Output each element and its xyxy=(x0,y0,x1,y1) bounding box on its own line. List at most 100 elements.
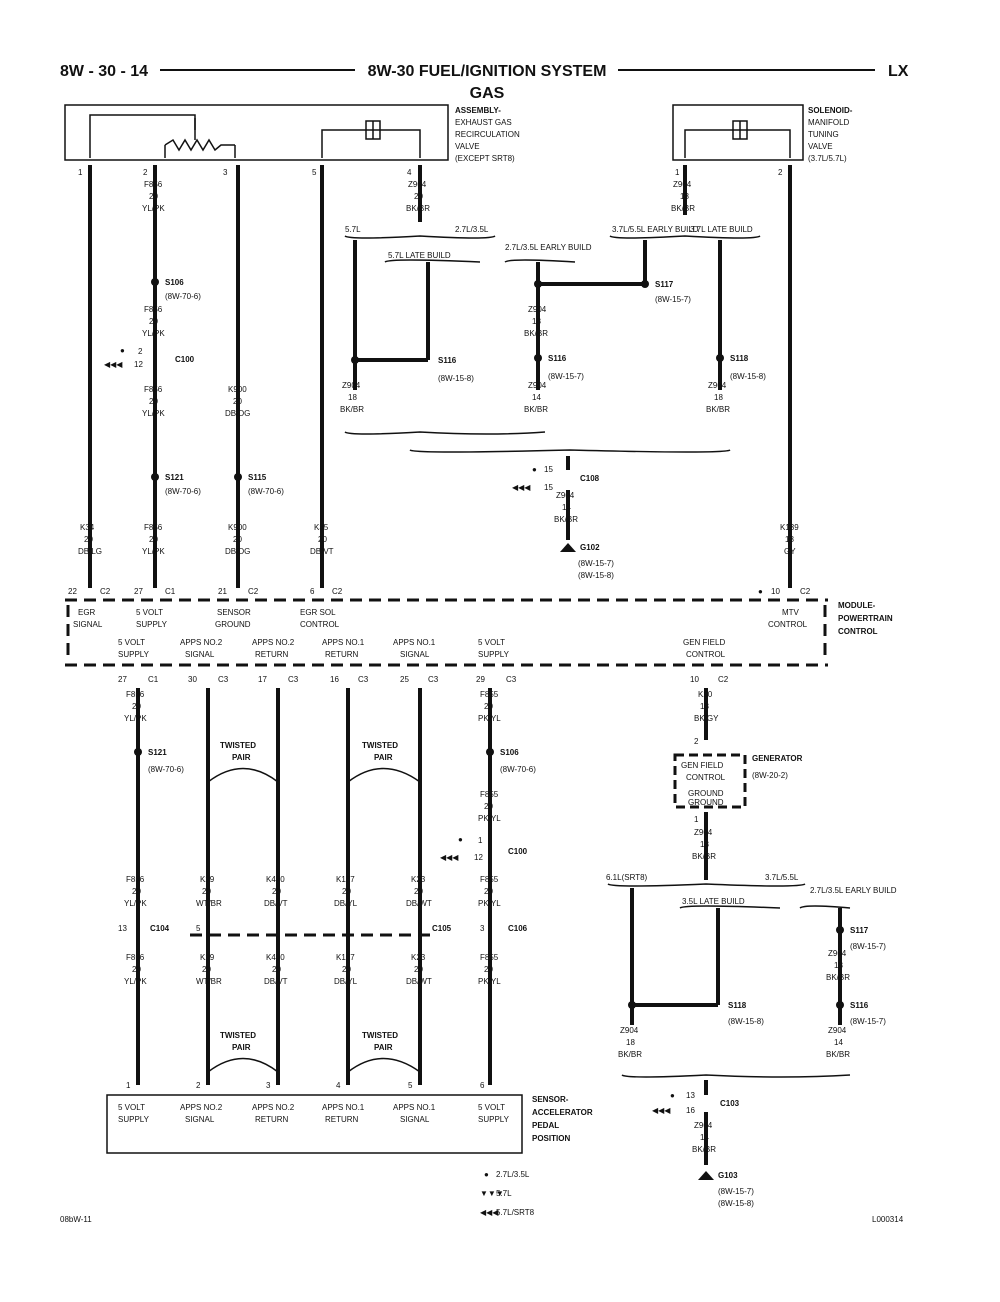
wire-label: 20 xyxy=(233,535,242,544)
pcm-pin-label: APPS NO.2 xyxy=(252,638,295,647)
wire-label: BK/GY xyxy=(694,714,719,723)
pcm-pin: 17 xyxy=(258,675,267,684)
twisted-pair-label: PAIR xyxy=(232,1043,251,1052)
wire-label: DB/YL xyxy=(334,977,358,986)
wire-label: K900 xyxy=(228,385,247,394)
wire-label: BK/BR xyxy=(826,1050,850,1059)
wire-label: WT/BR xyxy=(196,899,222,908)
splice-ref: (8W-70-6) xyxy=(165,487,201,496)
pcm-pin-label: EGR SOL xyxy=(300,608,336,617)
wire-label: 20 xyxy=(149,192,158,201)
gen-pin: 2 xyxy=(694,737,699,746)
wire-label: K167 xyxy=(336,875,355,884)
app-pin: 6 xyxy=(480,1081,485,1090)
legend-symbol: ● xyxy=(484,1170,489,1179)
wire-label: 14 xyxy=(562,503,571,512)
app-pin-label: APPS NO.1 xyxy=(393,1103,436,1112)
splice-ref: (8W-15-8) xyxy=(728,1017,764,1026)
wire-label: K34 xyxy=(80,523,95,532)
egr-label-3: RECIRCULATION xyxy=(455,130,520,139)
wire-label: 20 xyxy=(233,397,242,406)
wire-label: K23 xyxy=(411,953,426,962)
gen-ground-label: GROUND xyxy=(688,798,724,807)
wire-label: 20 xyxy=(132,702,141,711)
pcm-pin: C2 xyxy=(248,587,259,596)
wire-label: YL/PK xyxy=(142,547,165,556)
wire-label: 20 xyxy=(414,965,423,974)
bottom-wire-labels: F856 20 YL/PK F856 20 YL/PK F856 20 YL/P… xyxy=(124,690,719,986)
wire-label: 20 xyxy=(202,887,211,896)
app-pin-label: SIGNAL xyxy=(400,1115,430,1124)
app-label-4: POSITION xyxy=(532,1134,570,1143)
egr-label-2: EXHAUST GAS xyxy=(455,118,512,127)
connector-pin: ● xyxy=(532,465,537,474)
option-label: 2.7L/3.5L EARLY BUILD xyxy=(810,886,897,895)
option-label: 2.7L/3.5L xyxy=(455,225,489,234)
pcm-pin-label: SIGNAL xyxy=(73,620,103,629)
wire-label: YL/PK xyxy=(124,899,147,908)
legend-text: 2.7L/3.5L xyxy=(496,1170,530,1179)
legend-symbol: ▼▼▼ xyxy=(480,1189,504,1198)
ground-g102: G102 (8W-15-7) (8W-15-8) xyxy=(560,543,614,580)
connector-pin: 12 xyxy=(474,853,483,862)
wire-label: 14 xyxy=(700,1133,709,1142)
wire-label: BK/BR xyxy=(706,405,730,414)
footer-left-code: 08bW-11 xyxy=(60,1215,92,1224)
wire-label: K400 xyxy=(266,875,285,884)
wire-label: 20 xyxy=(342,887,351,896)
option-label: 5.7L xyxy=(345,225,361,234)
wire-label: 14 xyxy=(834,1038,843,1047)
pcm-pin-label: GEN FIELD xyxy=(683,638,725,647)
wire-label: F855 xyxy=(480,790,499,799)
header: 8W - 30 - 14 8W-30 FUEL/IGNITION SYSTEM … xyxy=(60,63,909,102)
twisted-pair-labels: TWISTED PAIR TWISTED PAIR TWISTED PAIR T… xyxy=(220,741,398,1052)
model-code: LX xyxy=(888,63,909,80)
connector-label: C105 xyxy=(432,924,452,933)
wire-label: F855 xyxy=(480,953,499,962)
wire-label: DB/VT xyxy=(310,547,334,556)
splice-ref: (8W-70-6) xyxy=(148,765,184,774)
connector-label: C104 xyxy=(150,924,170,933)
pcm-pin: 29 xyxy=(476,675,485,684)
wire-label: DB/VT xyxy=(264,899,288,908)
connector-pin: ◀◀◀ xyxy=(104,360,123,369)
splice-ref: (8W-70-6) xyxy=(248,487,284,496)
wire-label: F856 xyxy=(144,385,163,394)
option-label: 3.7L/5.5L EARLY BUILD xyxy=(612,225,699,234)
splice-ref: (8W-15-7) xyxy=(548,372,584,381)
pcm-pin-label: APPS NO.1 xyxy=(393,638,436,647)
twisted-pair-label: TWISTED xyxy=(220,1031,256,1040)
wire-label: 20 xyxy=(132,965,141,974)
app-pin-label: 5 VOLT xyxy=(478,1103,505,1112)
smrt-label-3: TUNING xyxy=(808,130,839,139)
connector-label: C100 xyxy=(508,847,528,856)
pcm-pin-label: RETURN xyxy=(325,650,359,659)
egr-valve-assembly: ASSEMBLY- EXHAUST GAS RECIRCULATION VALV… xyxy=(64,104,520,177)
wire-label: F856 xyxy=(126,953,145,962)
pcm-label-3: CONTROL xyxy=(838,627,878,636)
wire-label: BK/BR xyxy=(692,1145,716,1154)
app-pin: 2 xyxy=(196,1081,201,1090)
wire-label: 20 xyxy=(149,535,158,544)
wire-label: 18 xyxy=(785,535,794,544)
pcm-pin: C2 xyxy=(100,587,111,596)
app-pin-label: SUPPLY xyxy=(118,1115,150,1124)
splice-label: S116 xyxy=(548,354,567,363)
pcm-pin-label: CONTROL xyxy=(768,620,808,629)
pcm-pin-label: CONTROL xyxy=(300,620,340,629)
wire-label: K35 xyxy=(314,523,329,532)
splice-ref: (8W-15-8) xyxy=(730,372,766,381)
app-label-2: ACCELERATOR xyxy=(532,1108,593,1117)
egr-pin: 4 xyxy=(407,168,412,177)
connector-pin: 13 xyxy=(686,1091,695,1100)
wire-label: BK/BR xyxy=(618,1050,642,1059)
option-label: 2.7L/3.5L EARLY BUILD xyxy=(505,243,592,252)
splice-label: S116 xyxy=(850,1001,869,1010)
pcm-pin-label: 5 VOLT xyxy=(136,608,163,617)
wire-label: K139 xyxy=(780,523,799,532)
connector-label: C103 xyxy=(720,1099,740,1108)
wire-label: K20 xyxy=(698,690,713,699)
wire-label: PK/YL xyxy=(478,899,501,908)
wire-label: 20 xyxy=(202,965,211,974)
pcm-label-2: POWERTRAIN xyxy=(838,614,893,623)
